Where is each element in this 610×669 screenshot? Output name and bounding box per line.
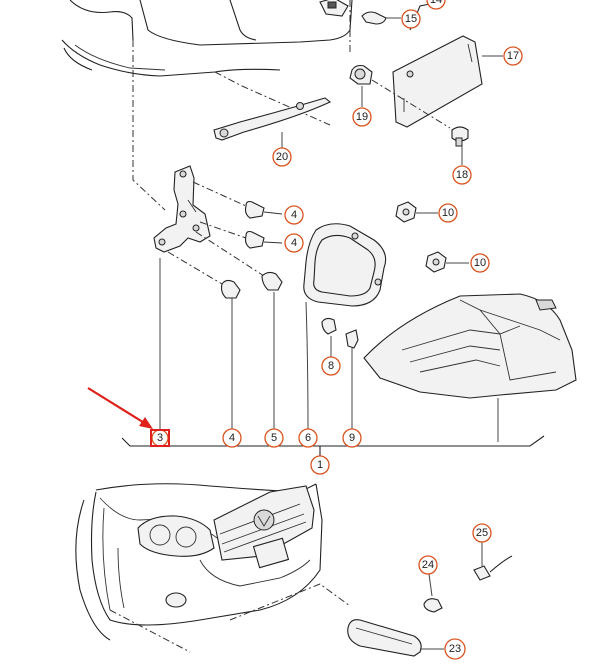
screw-part-4-lower — [220, 279, 241, 299]
callout-8[interactable]: 8 — [321, 356, 341, 376]
front-car-outline — [75, 483, 323, 641]
callout-18[interactable]: 18 — [452, 165, 472, 185]
front-grille-part — [213, 485, 315, 569]
cover-plate-part-17 — [392, 35, 483, 128]
clip-part-8 — [321, 317, 337, 335]
bulb-part-24 — [423, 598, 443, 613]
callout-3-highlight-box — [150, 429, 170, 447]
callout-10-upper[interactable]: 10 — [438, 203, 458, 223]
connector-part-top — [319, 0, 349, 17]
screw-part-5 — [261, 271, 283, 291]
callout-14[interactable]: 14 — [426, 0, 446, 10]
callout-5[interactable]: 5 — [264, 428, 284, 448]
svg-text:5: 5 — [271, 432, 277, 444]
screw-part-4-upper — [244, 200, 283, 219]
svg-text:24: 24 — [422, 559, 434, 571]
callout-25[interactable]: 25 — [472, 523, 492, 543]
callout-19[interactable]: 19 — [352, 107, 372, 127]
svg-text:8: 8 — [328, 360, 334, 372]
fog-lamp-part — [165, 592, 187, 608]
highlight-arrow — [87, 387, 153, 429]
svg-text:4: 4 — [291, 237, 297, 249]
callout-1[interactable]: 1 — [310, 455, 330, 475]
svg-text:18: 18 — [456, 169, 468, 181]
svg-text:4: 4 — [229, 432, 235, 444]
grommet-part-19 — [349, 64, 373, 85]
callout-23[interactable]: 23 — [444, 638, 466, 660]
svg-text:4: 4 — [291, 209, 297, 221]
svg-text:6: 6 — [305, 432, 311, 444]
mounting-bracket-part-3 — [153, 165, 211, 253]
screw-part-4-middle — [244, 230, 283, 249]
callout-10-lower[interactable]: 10 — [470, 253, 490, 273]
svg-text:14: 14 — [430, 0, 442, 6]
callout-9[interactable]: 9 — [342, 428, 362, 448]
callout-20[interactable]: 20 — [272, 147, 292, 167]
callout-17[interactable]: 17 — [503, 46, 523, 66]
callout-15[interactable]: 15 — [401, 9, 421, 29]
svg-text:3: 3 — [157, 432, 163, 444]
svg-text:23: 23 — [449, 643, 461, 655]
nut-part-10-lower — [425, 251, 447, 273]
bulb-part-15 — [361, 11, 401, 25]
svg-text:17: 17 — [507, 50, 519, 62]
gasket-part-6 — [303, 223, 387, 307]
callout-4-upper[interactable]: 4 — [284, 205, 304, 225]
callout-6[interactable]: 6 — [298, 428, 318, 448]
svg-text:10: 10 — [442, 207, 454, 219]
svg-text:20: 20 — [276, 151, 288, 163]
bolt-part-18 — [451, 126, 469, 147]
callout-3[interactable]: 3 — [150, 429, 170, 447]
callout-4-lower[interactable]: 4 — [222, 428, 242, 448]
nut-part-10-upper — [395, 201, 417, 223]
trim-strip-part-20 — [213, 97, 332, 141]
svg-text:1: 1 — [317, 459, 323, 471]
svg-text:10: 10 — [474, 257, 486, 269]
svg-text:25: 25 — [476, 527, 488, 539]
side-marker-lamp-part-23 — [347, 619, 422, 657]
callout-24[interactable]: 24 — [418, 555, 438, 575]
wiring-harness-part-25 — [473, 555, 513, 581]
svg-text:9: 9 — [349, 432, 355, 444]
headlight-part — [137, 515, 215, 557]
pin-part-9 — [345, 329, 359, 349]
svg-text:19: 19 — [356, 111, 368, 123]
callout-4-middle[interactable]: 4 — [284, 233, 304, 253]
tail-lamp-part — [363, 293, 577, 399]
rear-bumper-outline — [61, 0, 353, 77]
svg-text:15: 15 — [405, 13, 417, 25]
